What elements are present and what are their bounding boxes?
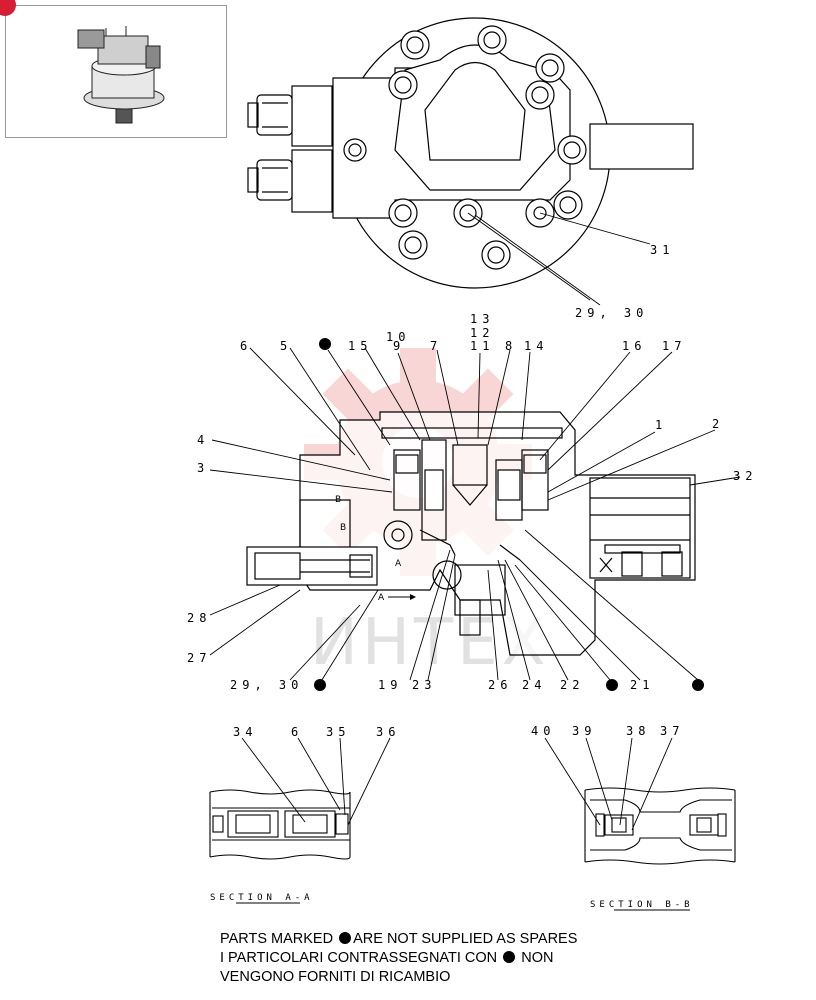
section-bb-leaders — [544, 737, 673, 831]
top-leader-lines — [467, 212, 651, 306]
not-supplied-dot-icon — [319, 338, 331, 350]
callout-8: 8 — [505, 339, 517, 353]
svg-text:B: B — [335, 495, 341, 505]
swing-motor-assembly-icon — [77, 26, 165, 124]
top-view-valve-body — [247, 17, 694, 289]
section-aa-label: SECTION A-A — [210, 893, 314, 903]
callout-19: 19 — [378, 678, 402, 692]
svg-text:A: A — [378, 593, 385, 603]
callout-26: 26 — [488, 678, 512, 692]
callout-13: 13 — [470, 312, 494, 326]
not-supplied-dot-icon — [606, 679, 618, 691]
section-labels: SECTION A-A SECTION B-B — [210, 893, 694, 911]
section-aa-drawing — [209, 789, 351, 860]
callout-29-30: 29, 30 — [575, 306, 648, 320]
main-leader-lines — [209, 347, 741, 684]
callout-37: 37 — [660, 724, 684, 738]
callout-17: 17 — [662, 339, 686, 353]
callout-35: 35 — [326, 725, 350, 739]
spares-note-line-1: PARTS MARKED ARE NOT SUPPLIED AS SPARES — [220, 931, 578, 947]
callout-27: 27 — [187, 651, 211, 665]
callout-36: 36 — [376, 725, 400, 739]
callout-10: 10 — [386, 330, 410, 344]
callout-6: 6 — [240, 339, 252, 353]
callout-15: 15 — [348, 339, 372, 353]
section-bb-label: SECTION B-B — [590, 900, 694, 910]
part-callouts: 31 29, 30 13 12 10 6 5 15 9 7 11 8 14 16… — [187, 243, 757, 739]
callout-6-section: 6 — [291, 725, 303, 739]
callout-24: 24 — [522, 678, 546, 692]
callout-11: 11 — [470, 339, 494, 353]
callout-38: 38 — [626, 724, 650, 738]
callout-1: 1 — [655, 418, 667, 432]
callout-14: 14 — [524, 339, 548, 353]
callout-32: 32 — [733, 469, 757, 483]
callout-31: 31 — [650, 243, 674, 257]
callout-23: 23 — [412, 678, 436, 692]
spares-note-line-2: I PARTICOLARI CONTRASSEGNATI CON NON — [220, 950, 554, 966]
view-markers: B B A A — [335, 495, 416, 603]
callout-9: 9 — [393, 339, 405, 353]
svg-text:A: A — [395, 559, 402, 569]
section-bb-drawing — [584, 787, 736, 865]
top-view-bolts — [388, 25, 587, 270]
callout-12: 12 — [470, 326, 494, 340]
svg-text:B: B — [340, 523, 346, 533]
callout-4: 4 — [197, 433, 209, 447]
callout-29-30-lower: 29, 30 — [230, 678, 303, 692]
callout-2: 2 — [712, 417, 724, 431]
thumbnail-marker-icon — [0, 0, 16, 16]
section-aa-leaders — [241, 737, 391, 826]
not-supplied-dot-icon — [503, 951, 516, 963]
spares-note-line-3: VENGONO FORNITI DI RICAMBIO — [220, 969, 451, 985]
callout-40: 40 — [531, 724, 555, 738]
not-supplied-dot-icon — [339, 932, 352, 944]
callout-21: 21 — [630, 678, 654, 692]
callout-5: 5 — [280, 339, 292, 353]
callout-3: 3 — [197, 461, 209, 475]
callout-7: 7 — [430, 339, 442, 353]
callout-34: 34 — [233, 725, 257, 739]
callout-39: 39 — [572, 724, 596, 738]
callout-28: 28 — [187, 611, 211, 625]
not-supplied-markers — [314, 338, 704, 691]
not-supplied-dot-icon — [314, 679, 326, 691]
callout-22: 22 — [560, 678, 584, 692]
spares-note: PARTS MARKED ARE NOT SUPPLIED AS SPARES … — [220, 930, 720, 987]
assembly-thumbnail[interactable] — [0, 0, 227, 138]
not-supplied-dot-icon — [692, 679, 704, 691]
callout-16: 16 — [622, 339, 646, 353]
